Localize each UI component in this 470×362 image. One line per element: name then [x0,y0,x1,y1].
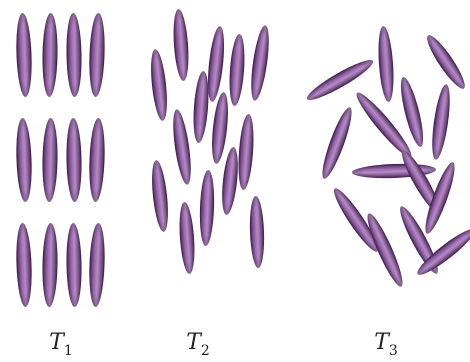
t3-ellipsoid-9 [362,211,407,290]
t2-ellipsoid-0 [172,9,191,82]
t1-ellipsoid-6 [66,118,82,202]
t2-ellipsoid-2 [228,34,247,107]
t3-ellipsoid-6 [429,83,453,160]
label-t1: T1 [31,332,91,362]
t2-ellipsoid-5 [192,71,211,144]
t1-ellipsoid-5 [42,118,58,202]
t2-ellipsoid-4 [148,48,169,121]
panel-t2 [148,9,272,275]
t1-ellipsoid-8 [15,223,33,307]
t3-ellipsoid-2 [422,32,469,93]
panel-t1 [15,13,106,307]
t2-ellipsoid-10 [199,170,216,246]
t2-ellipsoid-13 [249,196,266,268]
t1-ellipsoid-2 [66,13,82,97]
t1-ellipsoid-10 [66,223,82,307]
t2-ellipsoid-9 [149,159,170,232]
t2-ellipsoid-11 [178,202,197,275]
t1-ellipsoid-11 [88,223,106,307]
t3-ellipsoid-1 [376,26,395,103]
t3-ellipsoid-3 [317,105,356,181]
t2-ellipsoid-3 [248,24,272,101]
t2-ellipsoid-8 [236,114,255,191]
label-t3: T3 [356,332,416,362]
t1-ellipsoid-4 [15,118,33,202]
panel-t3 [304,26,470,290]
t2-ellipsoid-6 [170,108,194,185]
t1-ellipsoid-7 [88,118,106,202]
label-t2: T2 [168,332,228,362]
t1-ellipsoid-1 [42,13,58,97]
t1-ellipsoid-0 [15,13,33,97]
t1-ellipsoid-9 [42,223,58,307]
t2-ellipsoid-7 [209,91,230,164]
t2-ellipsoid-12 [219,146,240,215]
t1-ellipsoid-3 [88,13,106,97]
